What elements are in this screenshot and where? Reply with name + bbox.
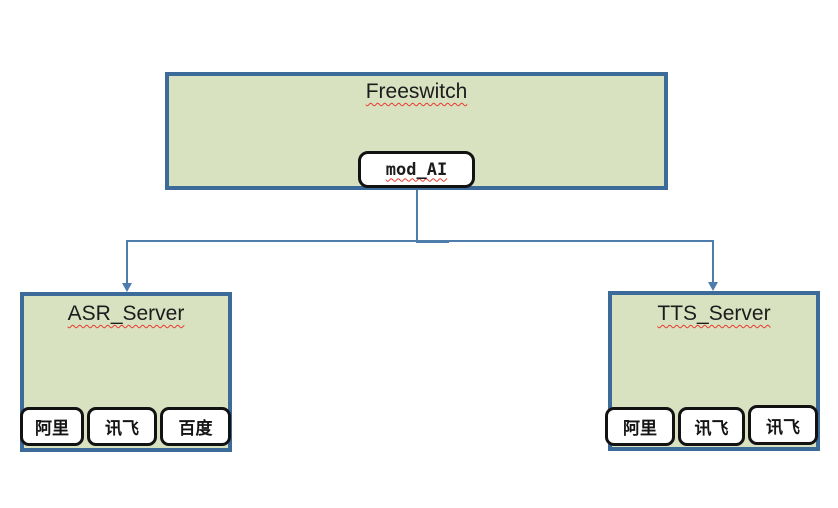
tts-provider-ali: 阿里: [605, 407, 675, 446]
freeswitch-label: Freeswitch: [365, 80, 468, 103]
connector-left-drop: [126, 240, 128, 284]
asr-provider-xunfei: 讯飞: [87, 407, 157, 446]
tts-provider-xunfei-1: 讯飞: [678, 407, 745, 446]
mod-ai-label: mod_AI: [385, 159, 448, 180]
down-arrowhead-right-icon: [708, 282, 718, 291]
asr-server-label: ASR_Server: [67, 302, 185, 325]
connector-overlap-segment: [416, 240, 449, 243]
asr-provider-baidu: 百度: [160, 407, 231, 446]
connector-mod-ai-stem: [416, 188, 418, 241]
connector-right-drop: [712, 240, 714, 283]
tts-server-label: TTS_Server: [657, 302, 771, 325]
down-arrowhead-left-icon: [122, 283, 132, 292]
mod-ai-box: mod_AI: [358, 151, 475, 188]
tts-provider-xunfei-2: 讯飞: [748, 405, 818, 445]
asr-provider-ali: 阿里: [20, 407, 84, 446]
